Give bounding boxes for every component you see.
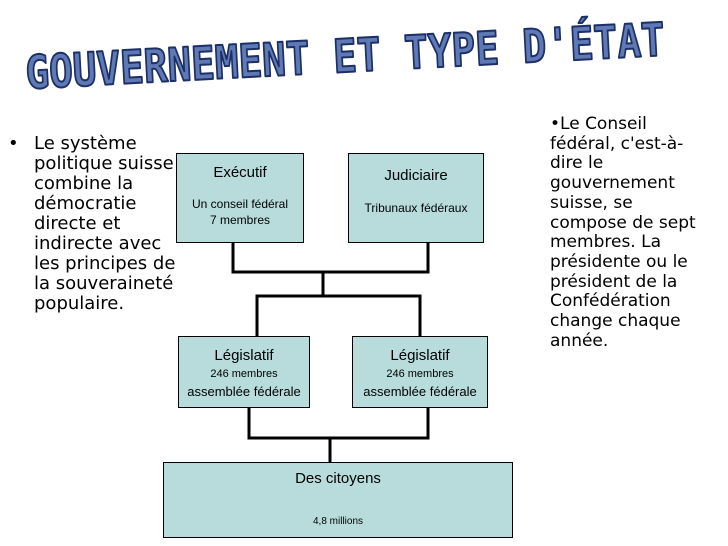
page-title-graphic: GOUVERNEMENT ET TYPE D'ÉTAT [23,11,667,100]
box-citoyens: Des citoyens 4,8 millions [163,462,513,538]
bullet-marker: • [550,114,561,134]
box-legislatif-1-title: Législatif [214,347,274,364]
box-legislatif-1-line1: 246 membres [210,368,278,380]
box-legislatif-2: Législatif 246 membres assemblée fédéral… [352,336,488,408]
box-legislatif-2-line1: 246 membres [386,368,454,380]
box-legislatif-1-line2: assemblée fédérale [187,384,301,399]
box-legislatif-2-line2: assemblée fédérale [363,384,477,399]
right-bullet-block: •Le Conseil fédéral, c'est-à-dire le gou… [550,114,710,351]
box-judiciaire-title: Judiciaire [384,167,448,184]
left-bullet-text: Le système politique suisse combine la d… [34,133,176,314]
box-executif-title: Exécutif [213,164,267,181]
box-executif: Exécutif Un conseil fédéral 7 membres [176,153,304,243]
box-judiciaire-line1: Tribunaux fédéraux [364,201,468,215]
box-executif-line2: 7 membres [209,213,271,227]
left-bullet-block: • Le système politique suisse combine la… [8,134,180,314]
box-legislatif-2-title: Législatif [390,347,450,364]
bullet-marker: • [8,133,19,154]
right-bullet-text: Le Conseil fédéral, c'est-à-dire le gouv… [550,114,696,351]
box-judiciaire: Judiciaire Tribunaux fédéraux [348,153,484,243]
box-citoyens-line1: 4,8 millions [312,516,364,527]
box-executif-line1: Un conseil fédéral [191,197,289,211]
box-citoyens-title: Des citoyens [295,470,381,487]
box-legislatif-1: Législatif 246 membres assemblée fédéral… [178,336,310,408]
